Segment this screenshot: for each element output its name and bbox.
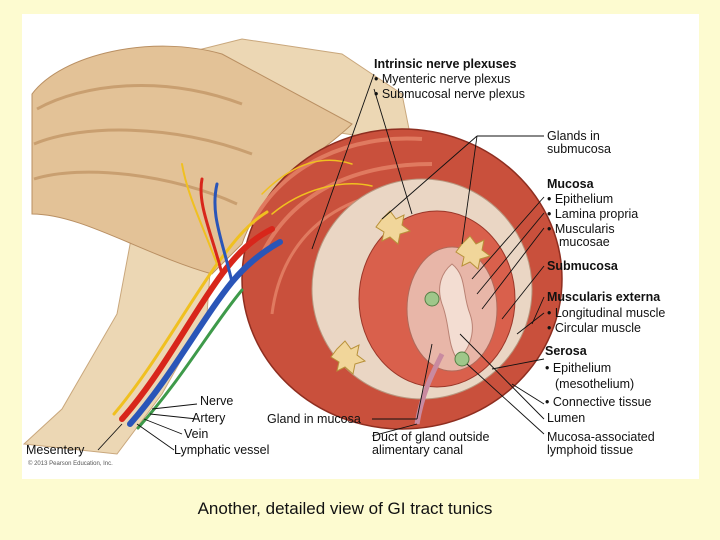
label-lamina-propria: • Lamina propria	[547, 207, 639, 221]
lymphoid-nodule	[454, 351, 470, 367]
label-circular-muscle: • Circular muscle	[547, 321, 641, 335]
gi-tract-illustration	[22, 38, 563, 455]
duct	[414, 352, 445, 425]
label-mesothelium: (mesothelium)	[555, 377, 635, 391]
label-duct-of-gland-2: alimentary canal	[372, 443, 464, 457]
lymphatic-vessel-line	[136, 288, 244, 430]
copyright-notice: © 2013 Pearson Education, Inc.	[28, 461, 113, 467]
lymphoid-nodule	[424, 291, 440, 307]
label-duct-of-gland-1: Duct of gland outside	[372, 430, 490, 444]
label-mucosa: Mucosa	[547, 177, 594, 191]
artery-vessel	[119, 226, 275, 422]
label-muscularis-externa: Muscularis externa	[547, 290, 661, 304]
label-glands-in-submucosa-1: Glands in	[547, 129, 600, 143]
mesenteric-vessels	[112, 159, 373, 430]
label-artery: Artery	[192, 411, 226, 425]
label-muscularis-mucosae-1: • Muscularis	[547, 222, 615, 236]
label-mesentery: Mesentery	[26, 443, 85, 457]
label-vein: Vein	[184, 427, 209, 441]
leader-lines	[97, 73, 545, 451]
label-muscularis-mucosae-2: mucosae	[559, 235, 610, 249]
label-serosa: Serosa	[545, 344, 587, 358]
submucosal-gland	[330, 210, 492, 375]
label-myenteric-nerve-plexus: • Myenteric nerve plexus	[374, 72, 511, 86]
label-malt-1: Mucosa-associated	[547, 430, 655, 444]
label-connective-tissue: • Connective tissue	[545, 395, 652, 409]
illustration-panel: Intrinsic nerve plexuses • Myenteric ner…	[22, 14, 699, 479]
nerve-fiber	[112, 210, 269, 416]
label-submucosa: Submucosa	[547, 259, 618, 273]
label-malt-2: lymphoid tissue	[547, 443, 634, 457]
label-longitudinal-muscle: • Longitudinal muscle	[547, 306, 666, 320]
label-lymphatic-vessel: Lymphatic vessel	[174, 443, 270, 457]
label-serosa-epithelium: • Epithelium	[545, 361, 612, 375]
label-lumen: Lumen	[547, 411, 586, 425]
label-intrinsic-nerve-plexuses: Intrinsic nerve plexuses	[374, 57, 517, 71]
slide-caption: Another, detailed view of GI tract tunic…	[197, 499, 493, 518]
label-submucosal-nerve-plexus: • Submucosal nerve plexus	[374, 87, 525, 101]
label-gland-in-mucosa: Gland in mucosa	[267, 412, 361, 426]
label-mucosa-epithelium: • Epithelium	[547, 192, 614, 206]
vein-vessel	[127, 239, 283, 427]
label-nerve: Nerve	[200, 394, 234, 408]
label-glands-in-submucosa-2: submucosa	[547, 142, 611, 156]
